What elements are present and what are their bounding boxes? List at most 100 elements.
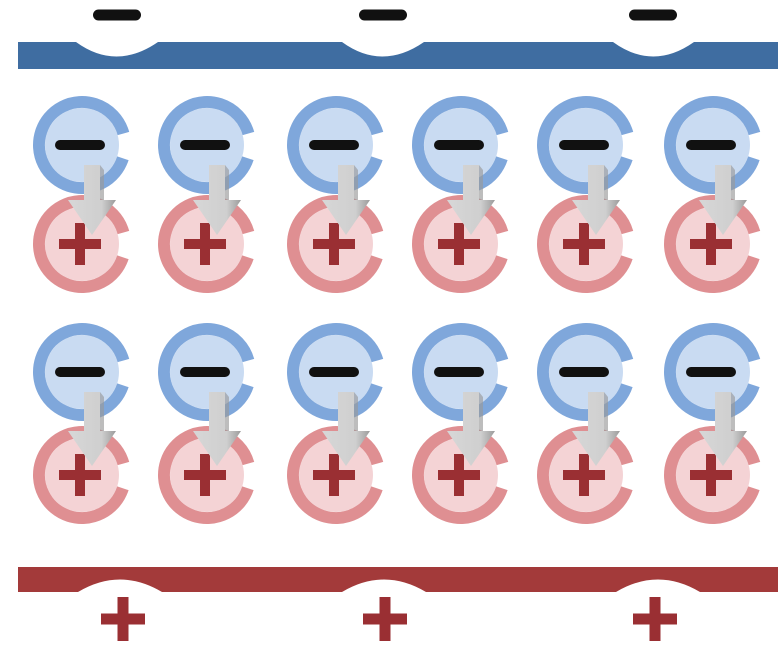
field-arrow-body	[447, 165, 495, 235]
field-arrow-body	[322, 392, 370, 466]
plate-positive-sign-vertical-bar	[379, 597, 391, 641]
plate-negative-sign	[359, 9, 407, 21]
dipole-positive-sign-vertical-bar	[706, 223, 716, 265]
field-arrow	[699, 392, 747, 466]
field-arrow	[572, 392, 620, 466]
field-arrow	[193, 165, 241, 235]
dipole-positive-sign	[313, 223, 355, 265]
field-arrow-shadow	[354, 392, 358, 431]
dipole-negative-sign	[434, 140, 484, 150]
field-arrow-body	[699, 165, 747, 235]
negative-charge-ring-outline	[158, 96, 256, 194]
plate-positive-sign	[633, 597, 677, 641]
positive-plate	[18, 567, 778, 592]
dipole-negative-sign	[180, 140, 230, 150]
negative-charge-ring-outline	[287, 323, 385, 421]
dipole-positive-sign-vertical-bar	[329, 454, 339, 496]
field-arrow-body	[193, 392, 241, 466]
field-arrow	[447, 392, 495, 466]
dipole-positive-sign-vertical-bar	[329, 223, 339, 265]
dipole	[664, 96, 762, 293]
field-arrow-shadow	[354, 165, 358, 200]
dipole-negative-sign	[686, 367, 736, 377]
negative-charge-ring-outline	[33, 96, 131, 194]
dipole-positive-sign-vertical-bar	[706, 454, 716, 496]
dipole-negative-sign	[434, 367, 484, 377]
field-arrow	[193, 392, 241, 466]
field-arrow	[572, 165, 620, 235]
field-arrow-body	[447, 392, 495, 466]
negative-charge-ring-outline	[664, 96, 762, 194]
dipole-negative-sign	[309, 140, 359, 150]
dipole-positive-sign	[438, 454, 480, 496]
field-arrow	[68, 165, 116, 235]
field-arrow-body	[68, 392, 116, 466]
dipole-positive-sign	[563, 223, 605, 265]
negative-plate	[18, 42, 778, 69]
negative-charge-ring-outline	[412, 323, 510, 421]
dipole-negative-sign	[55, 140, 105, 150]
dipole	[412, 323, 510, 524]
field-arrow-shadow	[225, 392, 229, 431]
dipole-positive-sign	[184, 454, 226, 496]
dipole-negative-sign	[559, 367, 609, 377]
negative-charge-ring-outline	[287, 96, 385, 194]
field-arrow-shadow	[731, 392, 735, 431]
dipole	[33, 323, 131, 524]
dipole-positive-sign-vertical-bar	[579, 454, 589, 496]
field-arrow-body	[193, 165, 241, 235]
dipole-negative-sign	[559, 140, 609, 150]
dipole-grid	[33, 96, 762, 524]
field-arrow-shadow	[731, 165, 735, 200]
field-arrow-shadow	[100, 392, 104, 431]
plate-positive-signs	[101, 597, 677, 641]
dipole-positive-sign	[690, 223, 732, 265]
field-arrow-body	[572, 165, 620, 235]
dipole-positive-sign	[184, 223, 226, 265]
dipole-positive-sign-vertical-bar	[200, 223, 210, 265]
dipole-negative-sign	[55, 367, 105, 377]
field-arrow	[68, 392, 116, 466]
plate-positive-sign-vertical-bar	[649, 597, 661, 641]
dipole-positive-sign-vertical-bar	[579, 223, 589, 265]
field-arrow	[699, 165, 747, 235]
top-plate-group	[18, 9, 778, 69]
field-arrow-body	[322, 165, 370, 235]
field-arrow-body	[699, 392, 747, 466]
dipole-positive-sign-vertical-bar	[454, 223, 464, 265]
bottom-plate-group	[18, 567, 778, 641]
field-arrow	[322, 392, 370, 466]
field-arrow-shadow	[479, 392, 483, 431]
dipole	[287, 96, 385, 293]
field-arrow-shadow	[604, 392, 608, 431]
plate-negative-sign	[93, 9, 141, 21]
dipole-negative-sign	[180, 367, 230, 377]
plate-positive-sign	[363, 597, 407, 641]
dipole	[412, 96, 510, 293]
dipole-positive-sign	[313, 454, 355, 496]
dipole-positive-sign-vertical-bar	[200, 454, 210, 496]
dipole-positive-sign	[59, 454, 101, 496]
dipole-positive-sign-vertical-bar	[75, 223, 85, 265]
dipole-negative-sign	[309, 367, 359, 377]
dipole-positive-sign	[438, 223, 480, 265]
field-arrow-body	[68, 165, 116, 235]
dipole-negative-sign	[686, 140, 736, 150]
field-arrow-shadow	[225, 165, 229, 200]
field-arrow	[322, 165, 370, 235]
negative-charge-ring-outline	[537, 96, 635, 194]
field-arrow-shadow	[604, 165, 608, 200]
plate-negative-sign	[629, 9, 677, 21]
field-arrow-shadow	[100, 165, 104, 200]
field-arrow	[447, 165, 495, 235]
field-arrow-shadow	[479, 165, 483, 200]
dipole	[287, 323, 385, 524]
negative-charge-ring-outline	[158, 323, 256, 421]
dipole	[158, 323, 256, 524]
negative-charge-ring-outline	[33, 323, 131, 421]
dipole-positive-sign	[690, 454, 732, 496]
dipole-positive-sign	[563, 454, 605, 496]
plate-negative-signs	[93, 9, 677, 21]
